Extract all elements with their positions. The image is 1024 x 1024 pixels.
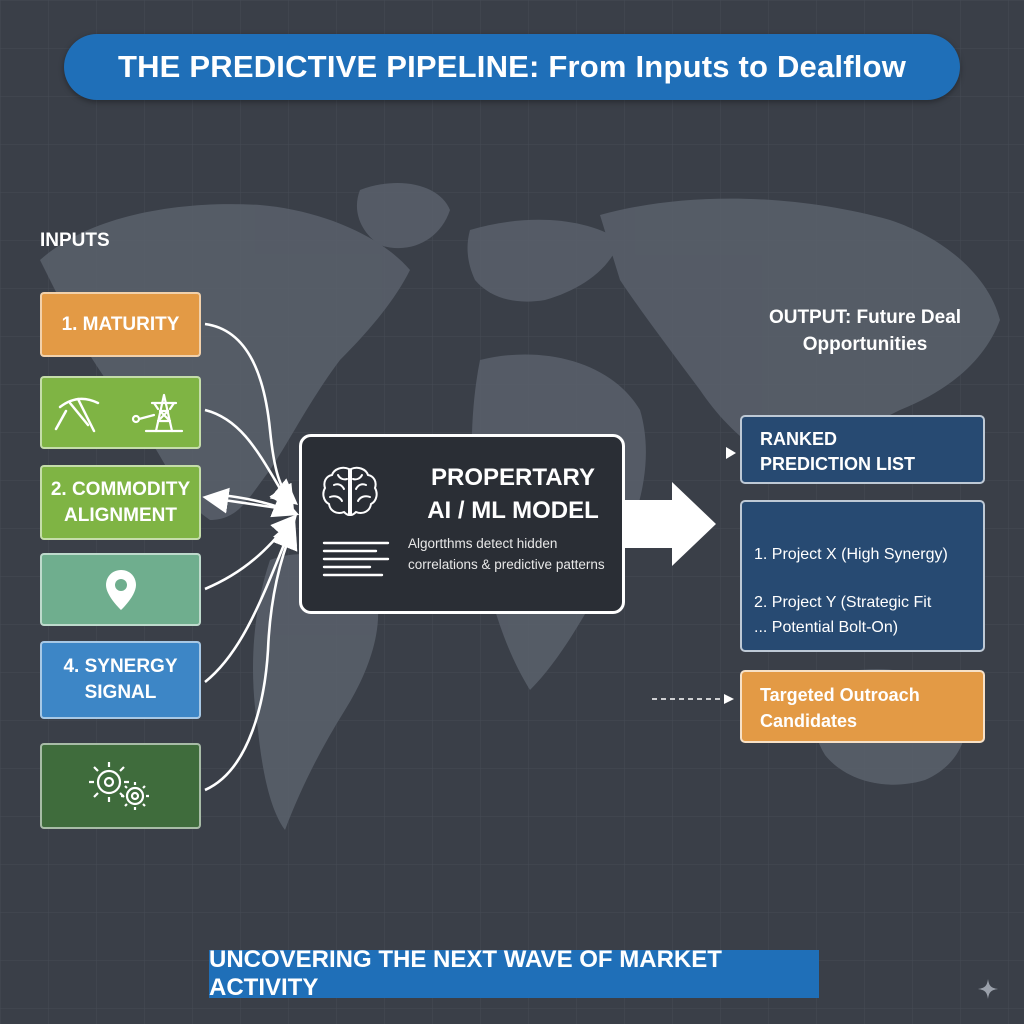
inputs-heading: INPUTS (40, 230, 110, 251)
location-pin-icon (105, 569, 136, 610)
prediction-list: 1. Project X (High Synergy) 2. Project Y… (740, 500, 985, 652)
targeted-outreach-box: Targeted Outroach Candidates (740, 670, 985, 743)
gears-icon (88, 762, 149, 810)
text-lines-icon (322, 541, 390, 577)
bottom-banner: UNCOVERING THE NEXT WAVE OF MARKET ACTIV… (209, 946, 819, 1001)
targeted-outreach-label: Targeted Outroach Candidates (760, 685, 920, 731)
output-heading: OUTPUT: Future Deal Opportunities (768, 307, 962, 355)
brain-icon (322, 466, 378, 517)
model-title: PROPERTARY AI / ML MODEL (427, 464, 599, 524)
input-commodity-alignment-label: 2. COMMODITY ALIGNMENT (50, 478, 191, 526)
input-maturity: 1. MATURITY (40, 292, 201, 357)
ai-ml-model-box: PROPERTARY AI / ML MODEL Algortthms dete… (299, 434, 625, 614)
page-title: THE PREDICTIVE PIPELINE: From Inputs to … (64, 34, 960, 100)
ranked-prediction-list-label: RANKED PREDICTION LIST (760, 429, 916, 474)
input-commodity-alignment: 2. COMMODITY ALIGNMENT (40, 465, 201, 540)
input-location (40, 553, 201, 626)
power-tower-icon (131, 393, 183, 432)
input-operations (40, 743, 201, 829)
sparkle-icon (978, 979, 998, 999)
list-item: 2. Project Y (Strategic Fit ... Potentia… (754, 594, 932, 636)
input-mining-energy (40, 376, 201, 449)
model-description: Algortthms detect hidden correlations & … (408, 536, 605, 572)
input-synergy-signal: 4. SYNERGY SIGNAL (40, 641, 201, 719)
ranked-prediction-list-box: RANKED PREDICTION LIST (740, 415, 985, 484)
list-item: 1. Project X (High Synergy) (754, 546, 948, 563)
input-synergy-signal-label: 4. SYNERGY SIGNAL (63, 656, 178, 703)
input-maturity-label: 1. MATURITY (61, 313, 180, 335)
mining-pickaxe-icon (54, 397, 99, 432)
